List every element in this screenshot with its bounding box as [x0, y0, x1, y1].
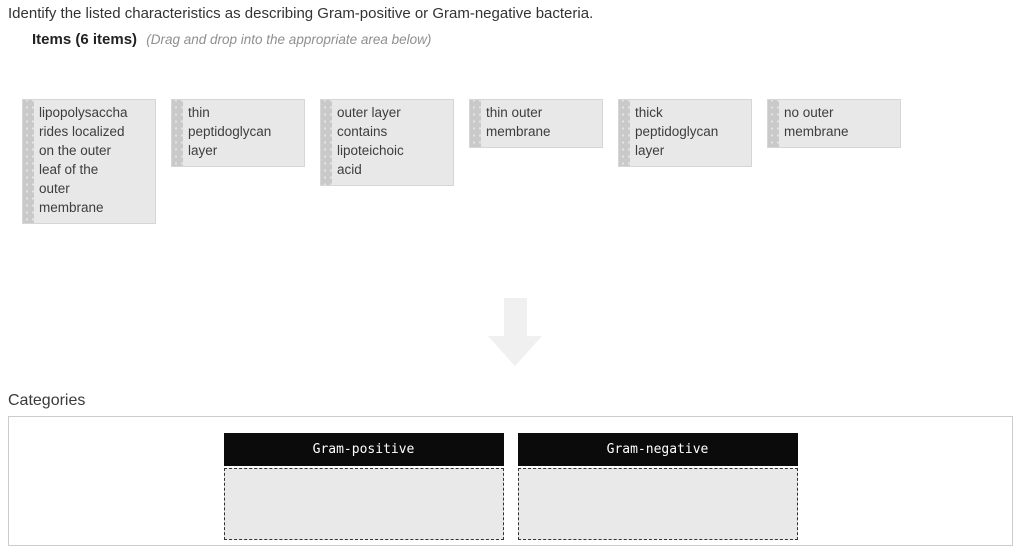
drag-handle-icon[interactable]: [23, 100, 34, 223]
item-card-thick-peptidoglycan[interactable]: thick peptidoglycan layer: [618, 99, 752, 167]
item-card-lipopolysaccharides[interactable]: lipopolysaccharides localized on the out…: [22, 99, 156, 224]
bin-header-label: Gram-negative: [517, 433, 798, 466]
item-card-label: thin outer membrane: [486, 105, 551, 139]
drag-handle-icon[interactable]: [172, 100, 183, 166]
items-header: Items (6 items) (Drag and drop into the …: [32, 31, 1024, 48]
bin-header-label: Gram-positive: [223, 433, 504, 466]
category-bin-gram-positive: Gram-positive: [223, 433, 504, 540]
dropzone-gram-positive[interactable]: [223, 468, 504, 540]
items-tray: lipopolysaccharides localized on the out…: [22, 99, 1024, 224]
categories-title: Categories: [8, 392, 86, 409]
item-card-label: no outer membrane: [784, 105, 849, 139]
item-card-label: thin peptidoglycan layer: [188, 105, 272, 158]
item-card-thin-outer-membrane[interactable]: thin outer membrane: [469, 99, 603, 148]
item-card-no-outer-membrane[interactable]: no outer membrane: [767, 99, 901, 148]
item-card-label: thick peptidoglycan layer: [635, 105, 719, 158]
dropzone-gram-negative[interactable]: [517, 468, 798, 540]
item-card-thin-peptidoglycan[interactable]: thin peptidoglycan layer: [171, 99, 305, 167]
drag-handle-icon[interactable]: [619, 100, 630, 166]
drag-handle-icon[interactable]: [768, 100, 779, 147]
drag-drop-hint: (Drag and drop into the appropriate area…: [146, 32, 432, 47]
arrow-stem: [503, 298, 527, 336]
drop-direction-arrow-icon: [488, 298, 542, 366]
category-bin-gram-negative: Gram-negative: [517, 433, 798, 540]
items-count-label: Items (6 items): [32, 31, 138, 48]
categories-panel: Gram-positive Gram-negative: [8, 416, 1013, 546]
question-text: Identify the listed characteristics as d…: [8, 5, 594, 22]
drag-handle-icon[interactable]: [321, 100, 332, 185]
item-card-label: lipopolysaccharides localized on the out…: [39, 105, 128, 215]
arrow-head: [488, 336, 542, 366]
item-card-lipoteichoic-acid[interactable]: outer layer contains lipoteichoic acid: [320, 99, 454, 186]
drag-handle-icon[interactable]: [470, 100, 481, 147]
item-card-label: outer layer contains lipoteichoic acid: [337, 105, 404, 177]
